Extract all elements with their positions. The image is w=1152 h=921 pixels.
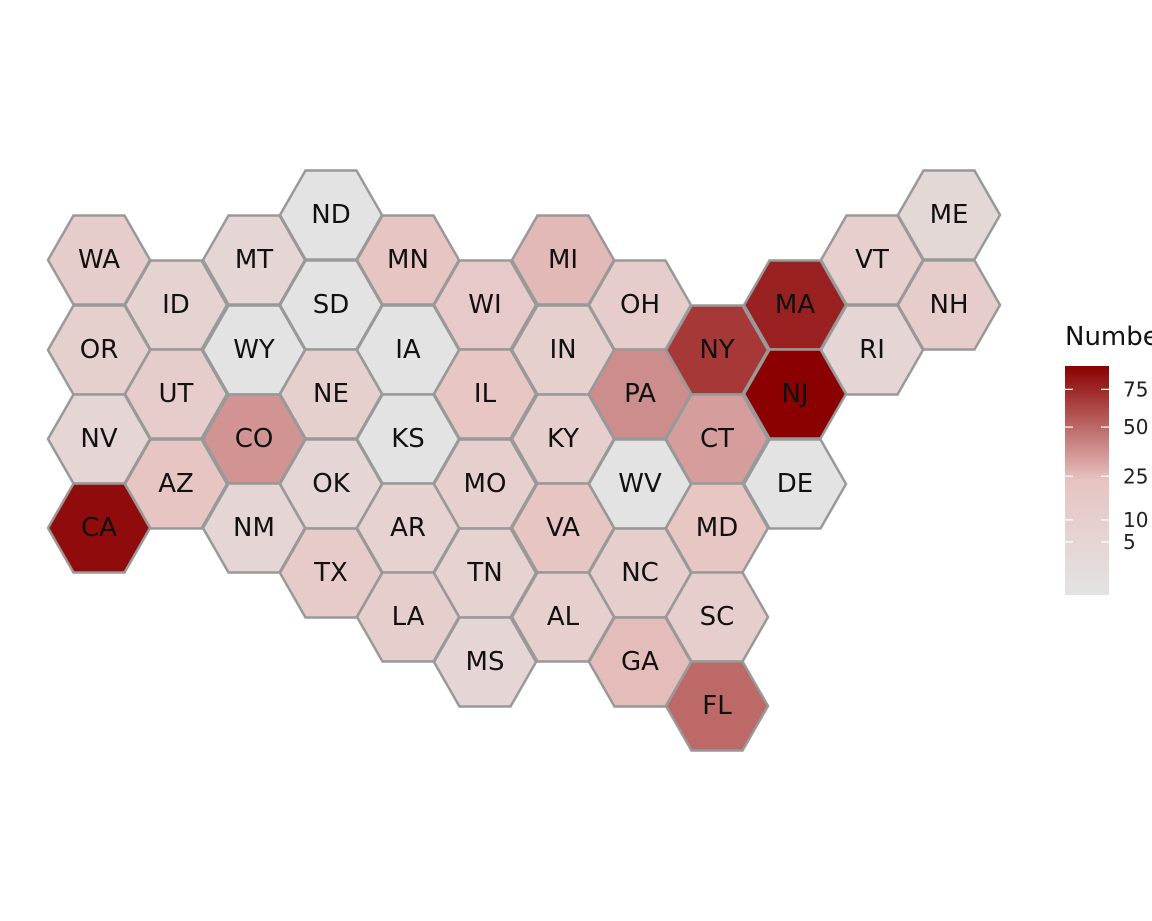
hex-shape: [432, 616, 538, 708]
state-hex-wy: WY: [201, 304, 307, 396]
state-label: WA: [78, 245, 120, 275]
state-label: PA: [624, 379, 656, 409]
state-label: MN: [387, 245, 429, 275]
state-label: VA: [546, 513, 580, 543]
state-hex-de: DE: [742, 438, 848, 530]
state-label: AZ: [158, 469, 194, 499]
colorbar-tick-label: 75: [1123, 377, 1148, 401]
state-label: SC: [700, 602, 735, 632]
state-hex-ga: GA: [587, 616, 693, 708]
state-hex-ny: NY: [664, 304, 770, 396]
state-label: KS: [391, 424, 425, 454]
colorbar-gradient: [1065, 366, 1109, 595]
state-label: TN: [466, 558, 502, 588]
state-label: NJ: [781, 379, 808, 409]
state-label: NM: [233, 513, 275, 543]
state-hex-nc: NC: [587, 527, 693, 619]
state-label: CO: [235, 424, 274, 454]
state-label: NE: [313, 379, 349, 409]
state-hex-mt: MT: [201, 214, 307, 306]
colorbar-tick-label: 5: [1123, 530, 1136, 554]
state-label: MI: [548, 245, 578, 275]
state-label: CT: [700, 424, 734, 454]
hex-shape: [46, 482, 152, 574]
state-label: DE: [777, 469, 813, 499]
state-label: SD: [313, 290, 350, 320]
state-label: MT: [235, 245, 273, 275]
state-label: TX: [313, 558, 348, 588]
state-label: GA: [621, 647, 659, 677]
state-label: ND: [311, 200, 350, 230]
state-label: VT: [855, 245, 889, 275]
state-label: IN: [549, 335, 576, 365]
state-label: FL: [702, 691, 732, 721]
state-label: MD: [696, 513, 738, 543]
state-label: IA: [395, 335, 421, 365]
state-hex-fl: FL: [664, 660, 770, 752]
colorbar-tick-label: 25: [1123, 464, 1148, 488]
state-hex-oh: OH: [587, 259, 693, 351]
state-label: NC: [621, 558, 659, 588]
hex-shape: [742, 438, 848, 530]
state-label: WY: [233, 335, 275, 365]
state-label: OK: [312, 469, 350, 499]
state-hex-ut: UT: [123, 348, 229, 440]
state-hex-la: LA: [355, 571, 461, 663]
legend-colorbar: 510 25 50 75: [1065, 366, 1148, 595]
state-label: WV: [618, 469, 662, 499]
state-label: MA: [775, 290, 815, 320]
state-label: OH: [620, 290, 660, 320]
colorbar-tick-label: 50: [1123, 415, 1148, 439]
state-label: NH: [930, 290, 969, 320]
state-label: CA: [81, 513, 117, 543]
state-hex-va: VA: [510, 482, 616, 574]
state-label: LA: [392, 602, 425, 632]
legend-title: Number: [1065, 322, 1152, 352]
state-hex-nm: NM: [201, 482, 307, 574]
state-hex-me: ME: [896, 169, 1002, 261]
state-label: UT: [159, 379, 194, 409]
state-label: OR: [80, 335, 119, 365]
state-label: NV: [80, 424, 117, 454]
state-hex-ms: MS: [432, 616, 538, 708]
state-label: IL: [474, 379, 497, 409]
state-label: MO: [464, 469, 507, 499]
state-label: AL: [547, 602, 580, 632]
state-label: WI: [468, 290, 501, 320]
state-hex-or: OR: [46, 304, 152, 396]
hex-shape: [664, 660, 770, 752]
colorbar-tick-label: 10: [1123, 508, 1148, 532]
state-label: RI: [859, 335, 885, 365]
state-hex-tx: TX: [278, 527, 384, 619]
state-hex-md: MD: [664, 482, 770, 574]
state-label: ME: [930, 200, 969, 230]
state-hex-nh: NH: [896, 259, 1002, 351]
state-hex-in: IN: [510, 304, 616, 396]
state-label: MS: [466, 647, 505, 677]
state-label: NY: [699, 335, 734, 365]
state-label: KY: [547, 424, 579, 454]
state-label: ID: [162, 290, 190, 320]
state-hex-ca: CA: [46, 482, 152, 574]
state-label: AR: [390, 513, 426, 543]
